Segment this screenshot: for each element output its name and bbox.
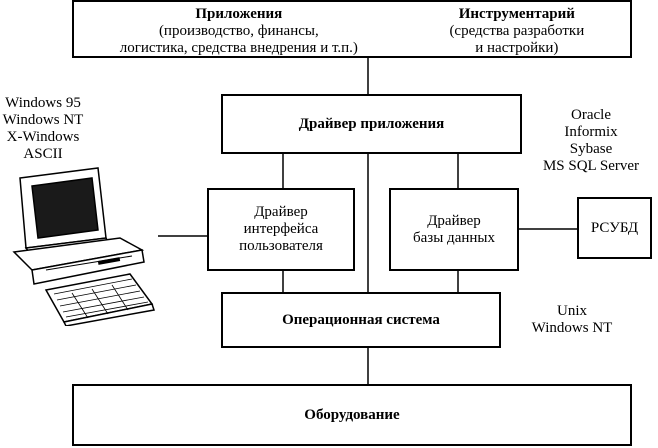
ui-driver-line1: Драйвер	[254, 204, 308, 221]
applications-tools-box: Приложения (производство, финансы, логис…	[72, 0, 632, 58]
ui-driver-box: Драйвер интерфейса пользователя	[207, 188, 355, 271]
client-os-item: ASCII	[23, 145, 63, 162]
toolkit-block: Инструментарий (средства разработки и на…	[449, 6, 584, 56]
application-driver-label: Драйвер приложения	[298, 115, 445, 132]
rdbms-box: РСУБД	[577, 197, 652, 259]
client-os-item: Windows NT	[2, 111, 84, 128]
db-driver-line1: Драйвер	[427, 212, 481, 229]
ui-driver-line2: интерфейса	[243, 221, 319, 238]
operating-system-label: Операционная система	[282, 311, 440, 328]
toolkit-title: Инструментарий	[458, 6, 575, 22]
toolkit-desc-line2: и настройки)	[475, 39, 559, 56]
application-driver-box: Драйвер приложения	[221, 94, 522, 154]
db-vendor-item: Sybase	[569, 140, 613, 157]
db-vendor-item: Informix	[564, 123, 618, 140]
db-vendor-item: Oracle	[571, 107, 611, 123]
client-os-item: X-Windows	[6, 128, 80, 145]
applications-title: Приложения	[195, 6, 283, 22]
server-os-list: Unix Windows NT	[516, 303, 628, 337]
applications-desc-line2: логистика, средства внедрения и т.п.)	[119, 39, 358, 56]
applications-desc-line1: (производство, финансы,	[158, 22, 319, 39]
computer-icon	[12, 167, 155, 326]
operating-system-box: Операционная система	[221, 292, 501, 348]
rdbms-label: РСУБД	[590, 219, 639, 236]
ui-driver-line3: пользователя	[239, 237, 323, 254]
applications-block: Приложения (производство, финансы, логис…	[120, 6, 358, 56]
server-os-item: Windows NT	[531, 319, 613, 336]
toolkit-desc-line1: (средства разработки	[449, 22, 585, 39]
server-os-item: Unix	[557, 303, 587, 319]
hardware-label: Оборудование	[304, 406, 400, 423]
client-os-list: Windows 95 Windows NT X-Windows ASCII	[2, 95, 84, 163]
db-vendor-item: MS SQL Server	[542, 157, 640, 174]
client-os-item: Windows 95	[5, 95, 81, 111]
hardware-box: Оборудование	[72, 384, 632, 446]
db-vendor-list: Oracle Informix Sybase MS SQL Server	[528, 107, 654, 175]
db-driver-line2: базы данных	[413, 229, 495, 246]
db-driver-box: Драйвер базы данных	[389, 188, 519, 271]
